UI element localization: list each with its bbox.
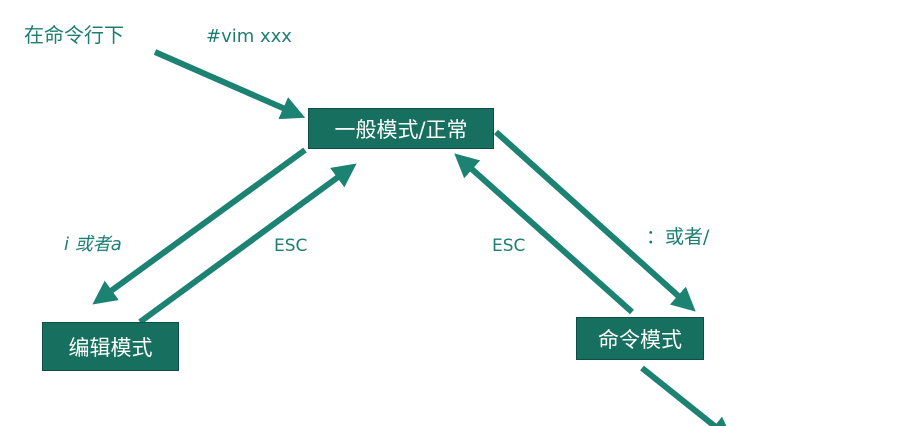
node-command-mode: 命令模式 (576, 317, 704, 360)
label-esc-right: ESC (492, 236, 526, 256)
arrow-start-to-normal (153, 49, 306, 120)
arrow-normal-to-command (493, 129, 696, 312)
arrow-command-to-normal (454, 153, 634, 315)
arrow-command-out (640, 365, 734, 426)
arrow-edit-to-normal (138, 163, 357, 325)
label-esc-left: ESC (274, 236, 308, 256)
arrow-normal-to-edit (92, 147, 307, 305)
label-i-or-a: i 或者a (64, 234, 122, 255)
node-normal-mode: 一般模式/正常 (308, 108, 494, 149)
label-colon-or-slash: ：或者/ (646, 226, 710, 248)
node-edit-mode: 编辑模式 (42, 322, 179, 371)
label-command-line: 在命令行下 (24, 23, 124, 47)
label-vim-command: #vim xxx (206, 26, 292, 47)
